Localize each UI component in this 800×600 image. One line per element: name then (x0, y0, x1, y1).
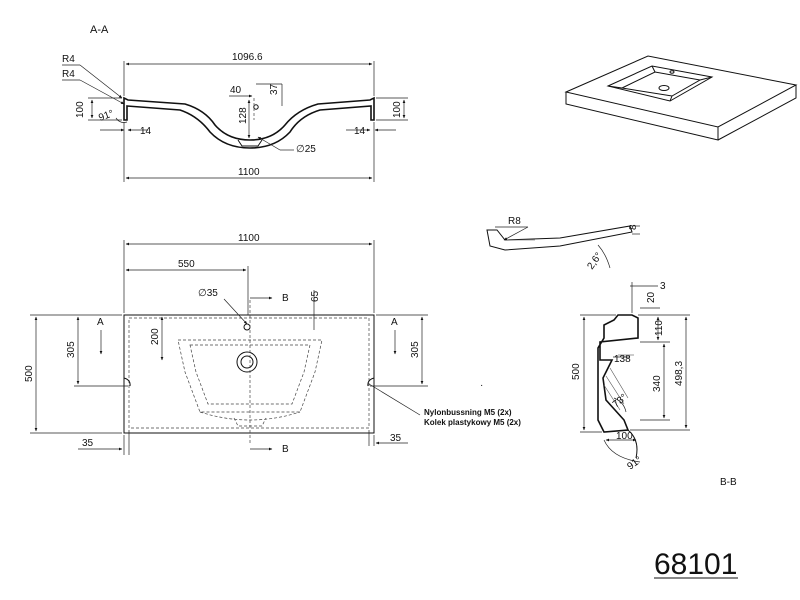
iso-side-face (717, 85, 797, 141)
dim-100-right: 100 (392, 101, 403, 118)
dim-200: 200 (150, 328, 161, 345)
dim-3: 3 (660, 281, 666, 292)
dim-550: 550 (178, 259, 195, 270)
iso-basin-rim (606, 65, 714, 102)
isometric-view (564, 55, 798, 141)
dim-305-left: 305 (66, 341, 77, 358)
dim-r8: R8 (508, 216, 521, 227)
dim-14-right: 14 (354, 126, 366, 137)
section-a-a-drain (237, 139, 263, 147)
dim-128: 128 (238, 107, 249, 124)
dim-20: 20 (646, 291, 657, 303)
dim-498-3: 498,3 (674, 361, 685, 386)
detail-r8-profile (486, 225, 633, 251)
dim-2-6: 2,6° (585, 251, 604, 272)
dim-138: 138 (614, 354, 631, 365)
iso-drain (658, 85, 670, 91)
dim-hole-35: ∅35 (198, 288, 218, 299)
section-b-b-label: B-B (720, 477, 737, 488)
dim-r4-bottom: R4 (62, 69, 75, 80)
section-b-marker-bottom: B (282, 444, 289, 455)
dim-305-right: 305 (410, 341, 421, 358)
note-plastic-plug: Kolek plastykowy M5 (2x) (424, 418, 521, 427)
dim-35-right: 35 (390, 433, 402, 444)
dim-35-left: 35 (82, 438, 94, 449)
dim-91-a: 91° (97, 108, 115, 124)
note-nylon-bushing: Nylonbussning M5 (2x) (424, 408, 512, 417)
plan-basin (177, 339, 323, 413)
dim-100-left: 100 (75, 101, 86, 118)
dim-hole-25: ∅25 (296, 144, 316, 155)
dim-1100-a: 1100 (238, 167, 260, 178)
section-a-a: A-A 1096.6 R4 R4 40 37 128 100 (62, 24, 408, 182)
dim-500-side: 500 (571, 363, 582, 380)
dim-110: 110 (654, 320, 665, 336)
dim-65: 65 (310, 290, 321, 302)
iso-taphole (669, 70, 675, 74)
detail-r8: R8 8 2,6° (486, 216, 640, 272)
dim-40: 40 (230, 85, 242, 96)
dim-100-side: 100 (616, 431, 633, 442)
iso-front-face (565, 92, 719, 141)
dim-37: 37 (269, 83, 280, 95)
dim-r4-top: R4 (62, 54, 75, 65)
plan-view: 1100 550 ∅35 B 65 200 500 305 305 A (24, 233, 521, 455)
dim-1100-b: 1100 (238, 233, 260, 244)
stray-mark: · (480, 380, 483, 391)
section-a-a-profile (123, 96, 375, 149)
dim-8: 8 (628, 224, 639, 230)
dim-14-left: 14 (140, 126, 152, 137)
section-b-b-profile (597, 314, 639, 433)
dim-340: 340 (652, 375, 663, 392)
dim-1096-6: 1096.6 (232, 52, 263, 63)
plan-drain (236, 351, 258, 373)
section-a-marker-right: A (391, 317, 398, 328)
dim-91-b: 91° (625, 455, 644, 473)
plan-taphole (243, 323, 251, 331)
section-b-b: 3 20 110 138 340 498,3 500 73° 100 9 (571, 281, 737, 488)
section-a-a-taphole (253, 104, 259, 110)
section-a-a-label: A-A (90, 24, 109, 36)
section-a-marker-left: A (97, 317, 104, 328)
dim-500-plan: 500 (24, 365, 35, 382)
section-b-marker-top: B (282, 293, 289, 304)
product-number: 68101 (654, 548, 737, 581)
plan-outline (123, 314, 375, 434)
